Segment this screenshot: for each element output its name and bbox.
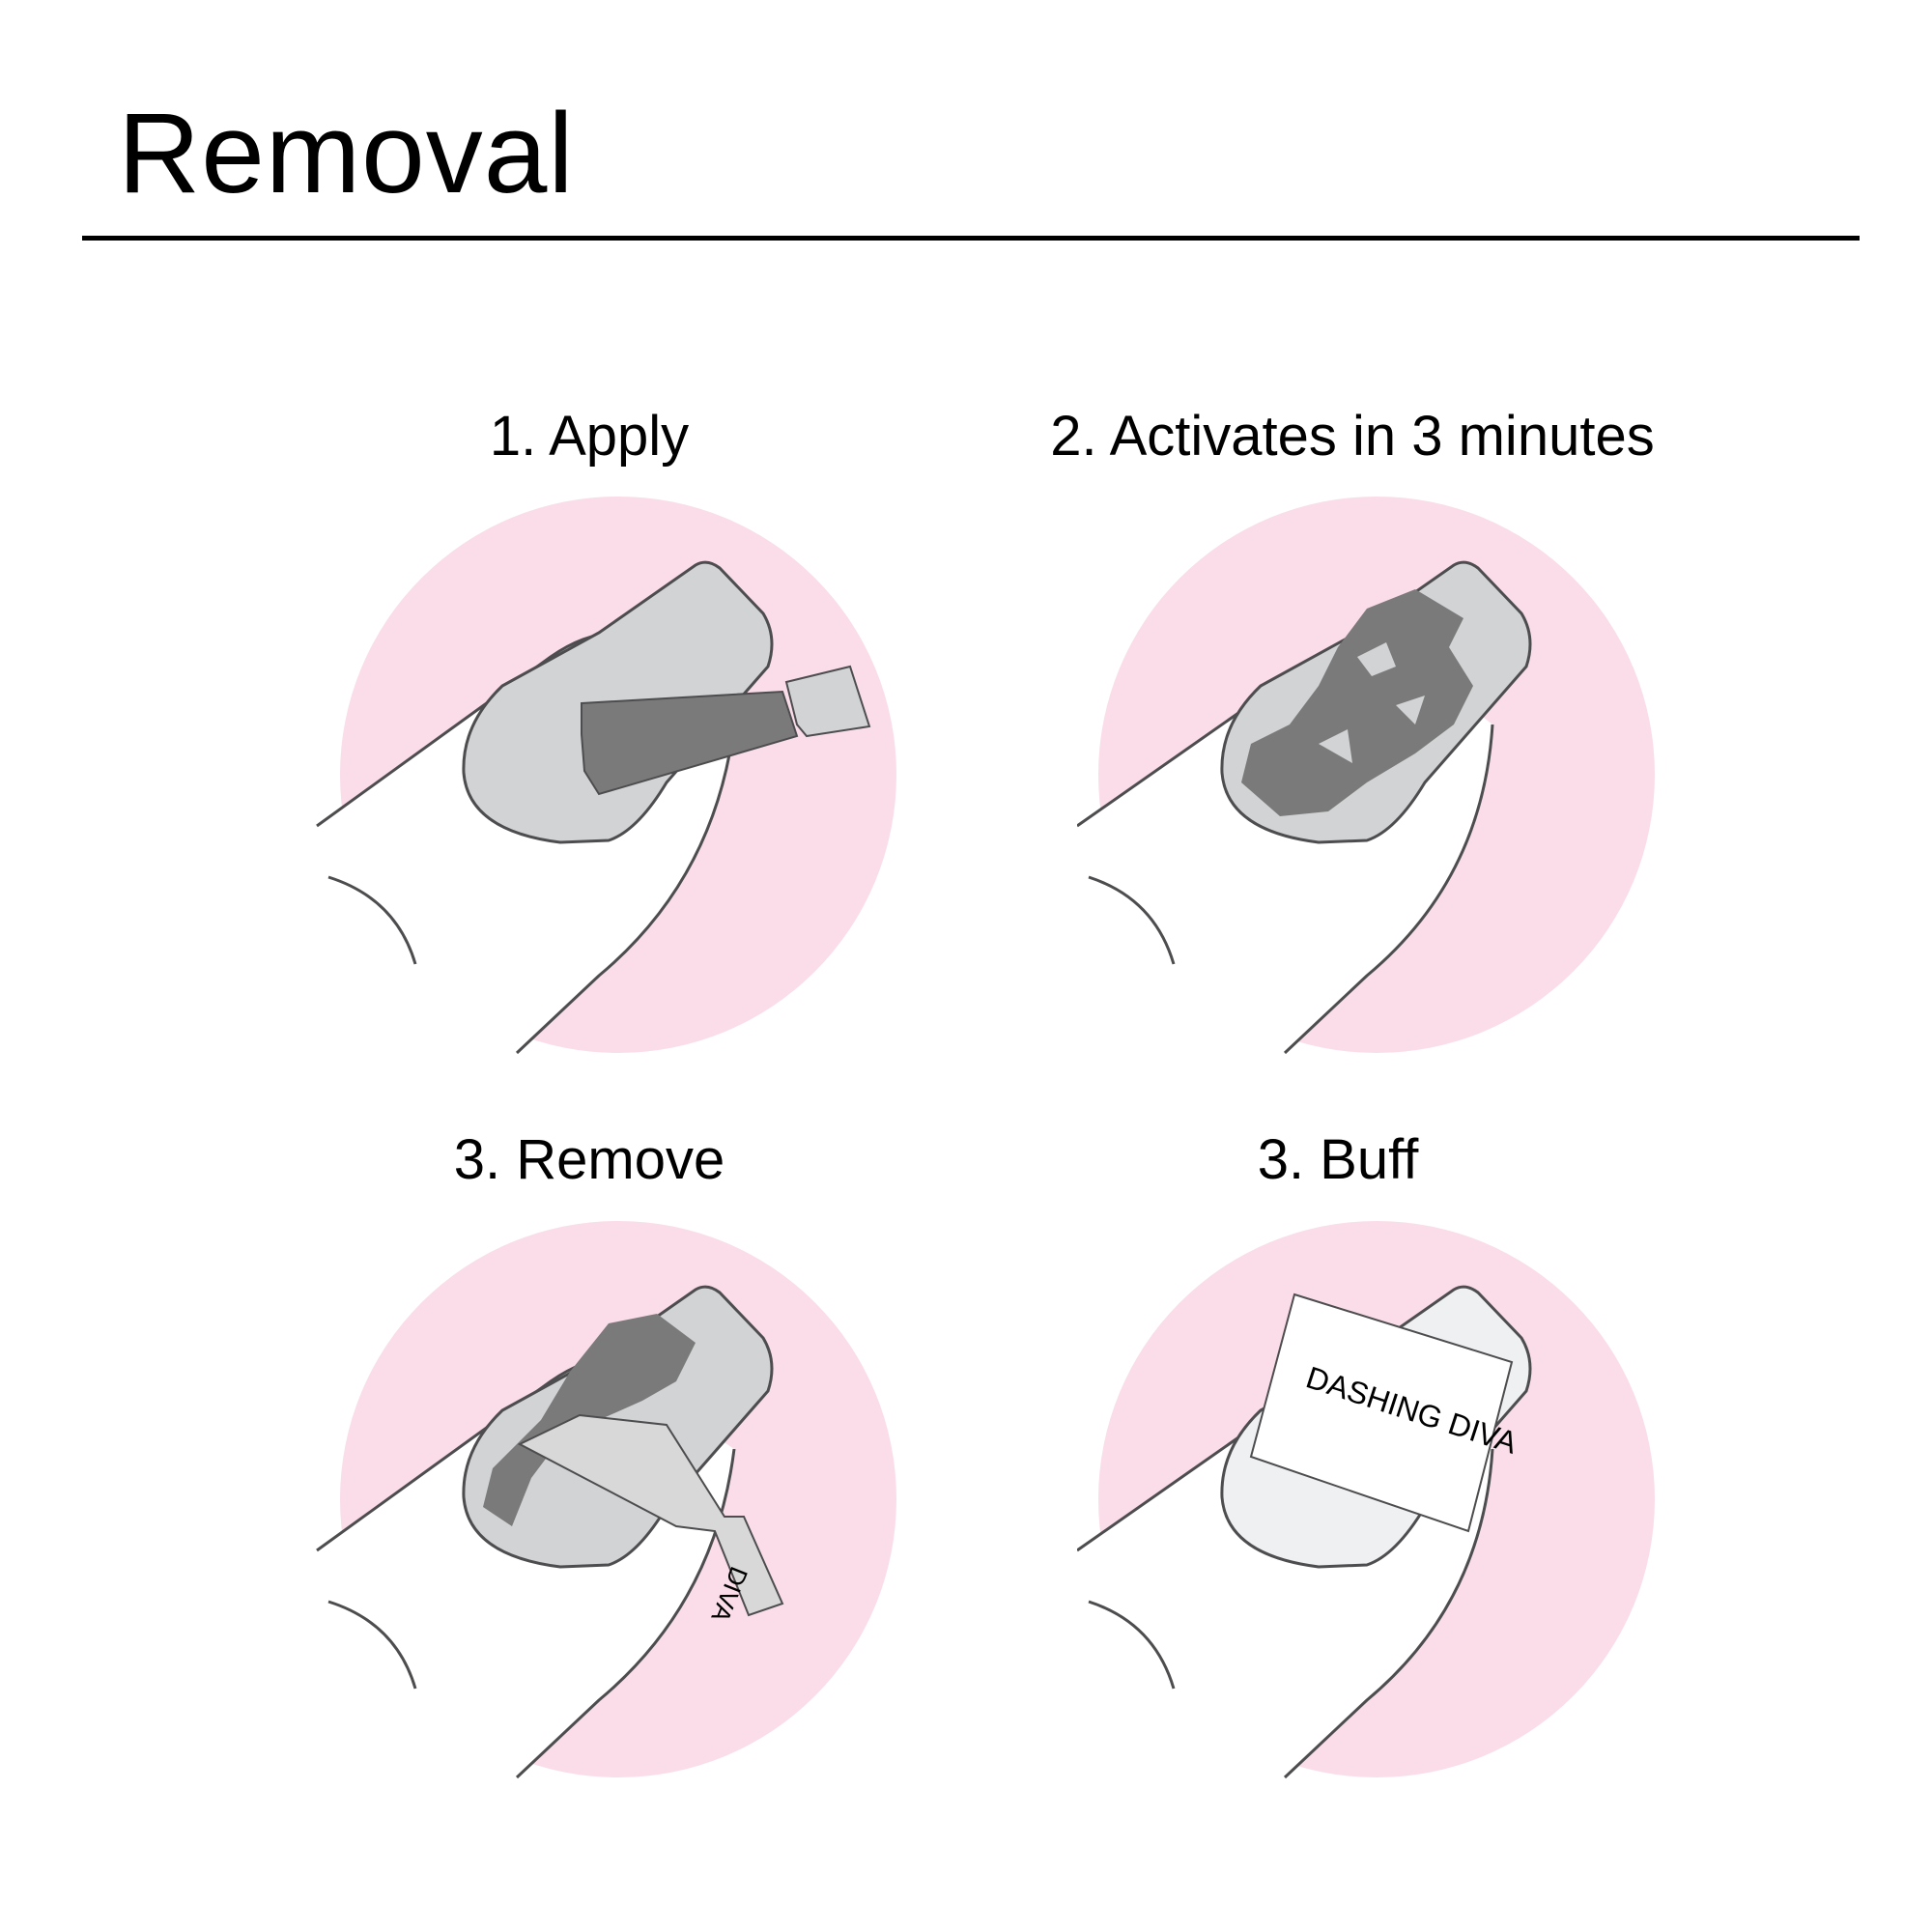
step-2-label: 2. Activates in 3 minutes	[1050, 405, 1655, 468]
lifted-nail-icon	[1077, 497, 1655, 1055]
page-title: Removal	[118, 90, 575, 217]
step-2-illustration	[1077, 493, 1676, 1092]
pusher-tool-icon: DIVA	[309, 1221, 896, 1779]
step-3-label: 3. Remove	[453, 1128, 725, 1191]
title-divider	[82, 236, 1860, 241]
step-1-illustration	[309, 493, 908, 1092]
step-4-label: 3. Buff	[1257, 1128, 1419, 1191]
step-3-illustration: DIVA	[309, 1217, 908, 1816]
step-4-illustration: DASHING DIVA	[1077, 1217, 1676, 1816]
buffer-block-icon: DASHING DIVA	[1077, 1221, 1655, 1779]
step-1-label: 1. Apply	[489, 405, 690, 468]
nail-brush-icon	[309, 497, 896, 1055]
